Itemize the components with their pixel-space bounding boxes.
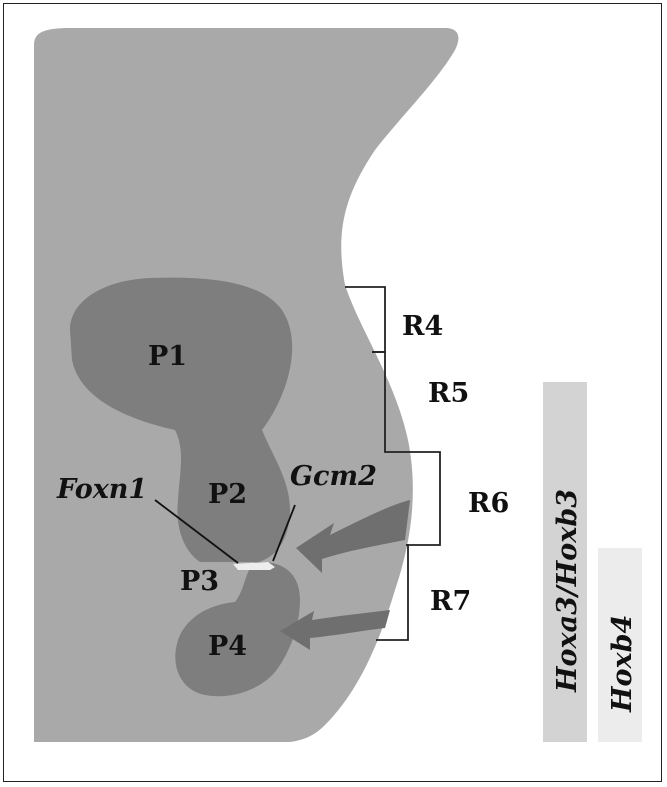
label-hoxa3-hoxb3: Hoxa3/Hoxb3 (552, 489, 583, 693)
label-gcm2: Gcm2 (290, 461, 377, 492)
label-p3: P3 (180, 566, 219, 597)
label-r7: R7 (430, 586, 471, 617)
label-p4: P4 (208, 631, 247, 662)
label-r6: R6 (468, 488, 509, 519)
label-p1: P1 (148, 341, 187, 372)
label-r4: R4 (402, 311, 443, 342)
label-p2: P2 (208, 479, 247, 510)
label-r5: R5 (428, 378, 469, 409)
label-hoxb4: Hoxb4 (607, 615, 638, 713)
label-foxn1: Foxn1 (56, 474, 147, 505)
